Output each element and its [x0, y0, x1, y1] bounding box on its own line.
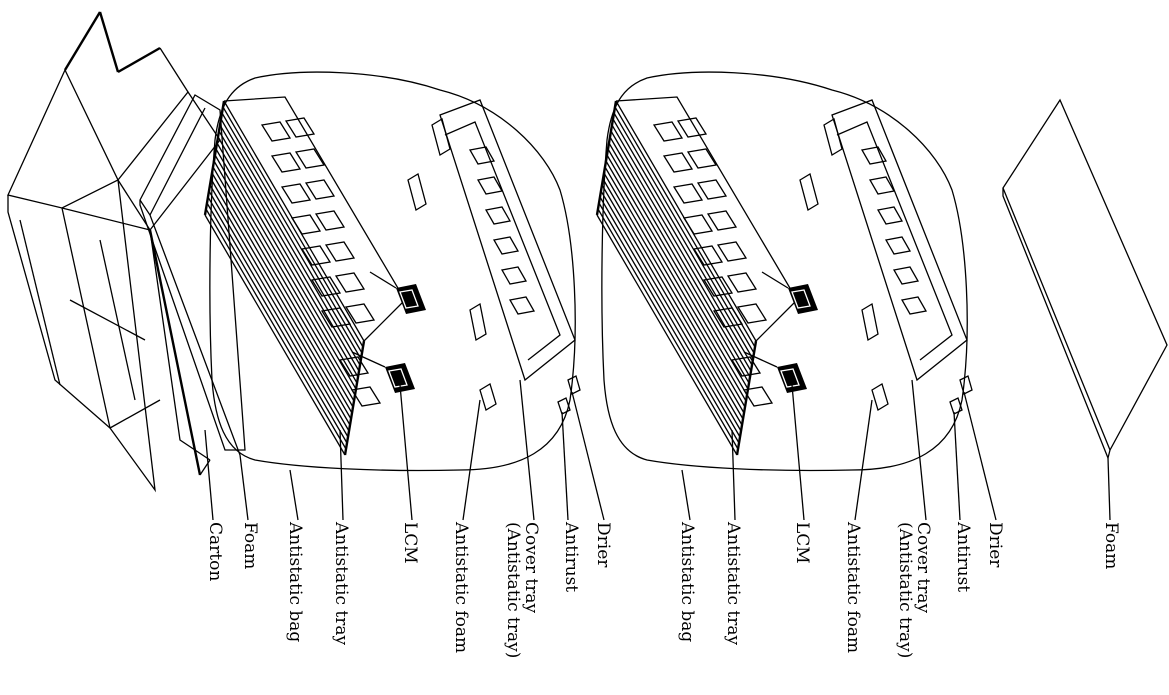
- label-antistatic-foam-2: Antistatic foam: [843, 521, 863, 653]
- label-antirust-2: Antirust: [953, 521, 973, 592]
- label-foam-right: Foam: [1101, 522, 1121, 569]
- packing-unit-1: [203, 70, 606, 522]
- label-cover-tray-sub-1: (Antistatic tray): [503, 522, 523, 658]
- label-cover-tray-1: Cover tray: [521, 522, 541, 614]
- label-cover-tray-sub-2: (Antistatic tray): [895, 522, 915, 658]
- packing-unit-2: [595, 70, 998, 522]
- label-antistatic-bag-2: Antistatic bag: [677, 521, 697, 642]
- label-foam-left: Foam: [240, 522, 260, 569]
- foam-plate-right: [1002, 98, 1168, 521]
- label-antistatic-bag-1: Antistatic bag: [285, 521, 305, 642]
- label-antistatic-tray-2: Antistatic tray: [723, 521, 743, 645]
- labels-right: Antistatic bag Antistatic tray LCM Antis…: [677, 521, 1121, 658]
- label-lcm-1: LCM: [400, 522, 420, 564]
- label-lcm-2: LCM: [792, 522, 812, 564]
- carton-illustration: [7, 11, 221, 521]
- label-drier-1: Drier: [593, 522, 613, 568]
- label-cover-tray-2: Cover tray: [913, 522, 933, 614]
- label-antistatic-foam-1: Antistatic foam: [451, 521, 471, 653]
- label-antistatic-tray-1: Antistatic tray: [331, 521, 351, 645]
- label-drier-2: Drier: [985, 522, 1005, 568]
- label-antirust-1: Antirust: [561, 521, 581, 592]
- label-carton: Carton: [205, 522, 225, 581]
- labels-left: Carton Foam Antistatic bag Antistatic tr…: [205, 521, 613, 658]
- foam-plate-left: [139, 94, 249, 521]
